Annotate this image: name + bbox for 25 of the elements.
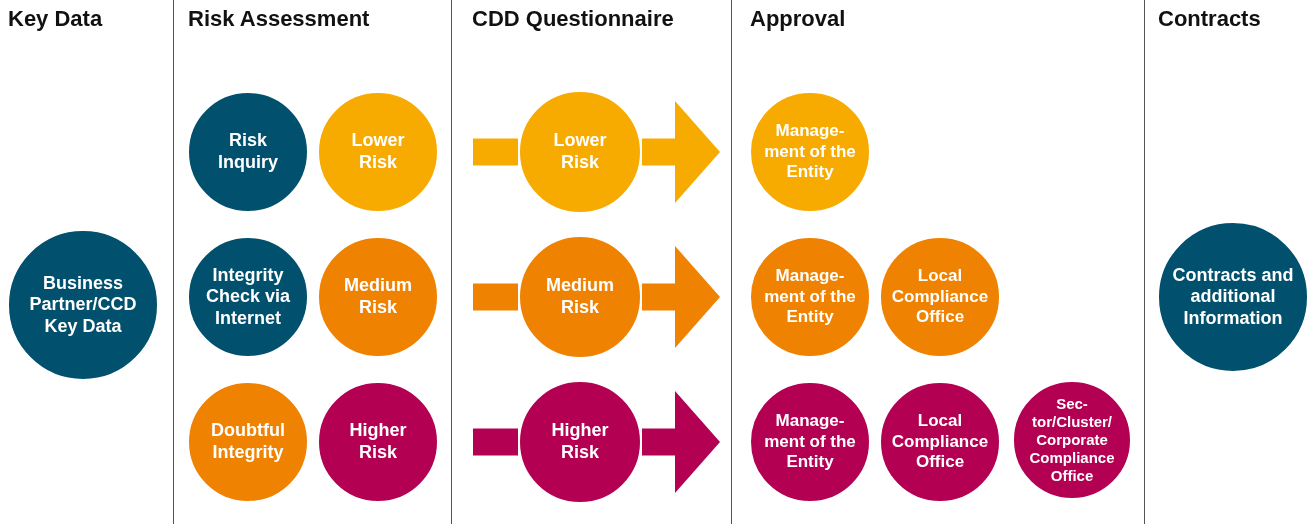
block-arrow <box>642 391 720 493</box>
circle-label: Lower Risk <box>350 130 406 174</box>
circle-label: Higher Risk <box>348 420 408 464</box>
column-heading: Key Data <box>8 6 103 32</box>
block-arrow <box>642 246 720 348</box>
circle-label: Contracts and additional Information <box>1171 264 1295 330</box>
circle-label: Manage-ment of the Entity <box>763 121 857 183</box>
column-heading: Risk Assessment <box>188 6 370 32</box>
circle-label: Integrity Check via Internet <box>204 264 292 330</box>
circle-label: Sec-tor/Cluster/ Corporate Compliance Office <box>1028 395 1116 485</box>
circle-label: Manage-ment of the Entity <box>763 411 857 473</box>
block-arrow <box>642 101 720 203</box>
circle-label: Medium Risk <box>545 275 615 319</box>
column-heading: Approval <box>750 6 846 32</box>
circle-label: Doubtful Integrity <box>210 420 286 464</box>
circle-label: Lower Risk <box>552 130 608 174</box>
circle-label: Local Compliance Office <box>890 266 990 328</box>
circle-label: Risk Inquiry <box>217 130 279 174</box>
circle-label: Medium Risk <box>343 275 413 319</box>
circle-label: Higher Risk <box>550 420 610 464</box>
circle-label: Business Partner/CCD Key Data <box>28 272 138 338</box>
column-heading: Contracts <box>1158 6 1261 32</box>
circle-label: Manage-ment of the Entity <box>763 266 857 328</box>
circle-label: Local Compliance Office <box>890 411 990 473</box>
column-heading: CDD Questionnaire <box>472 6 674 32</box>
